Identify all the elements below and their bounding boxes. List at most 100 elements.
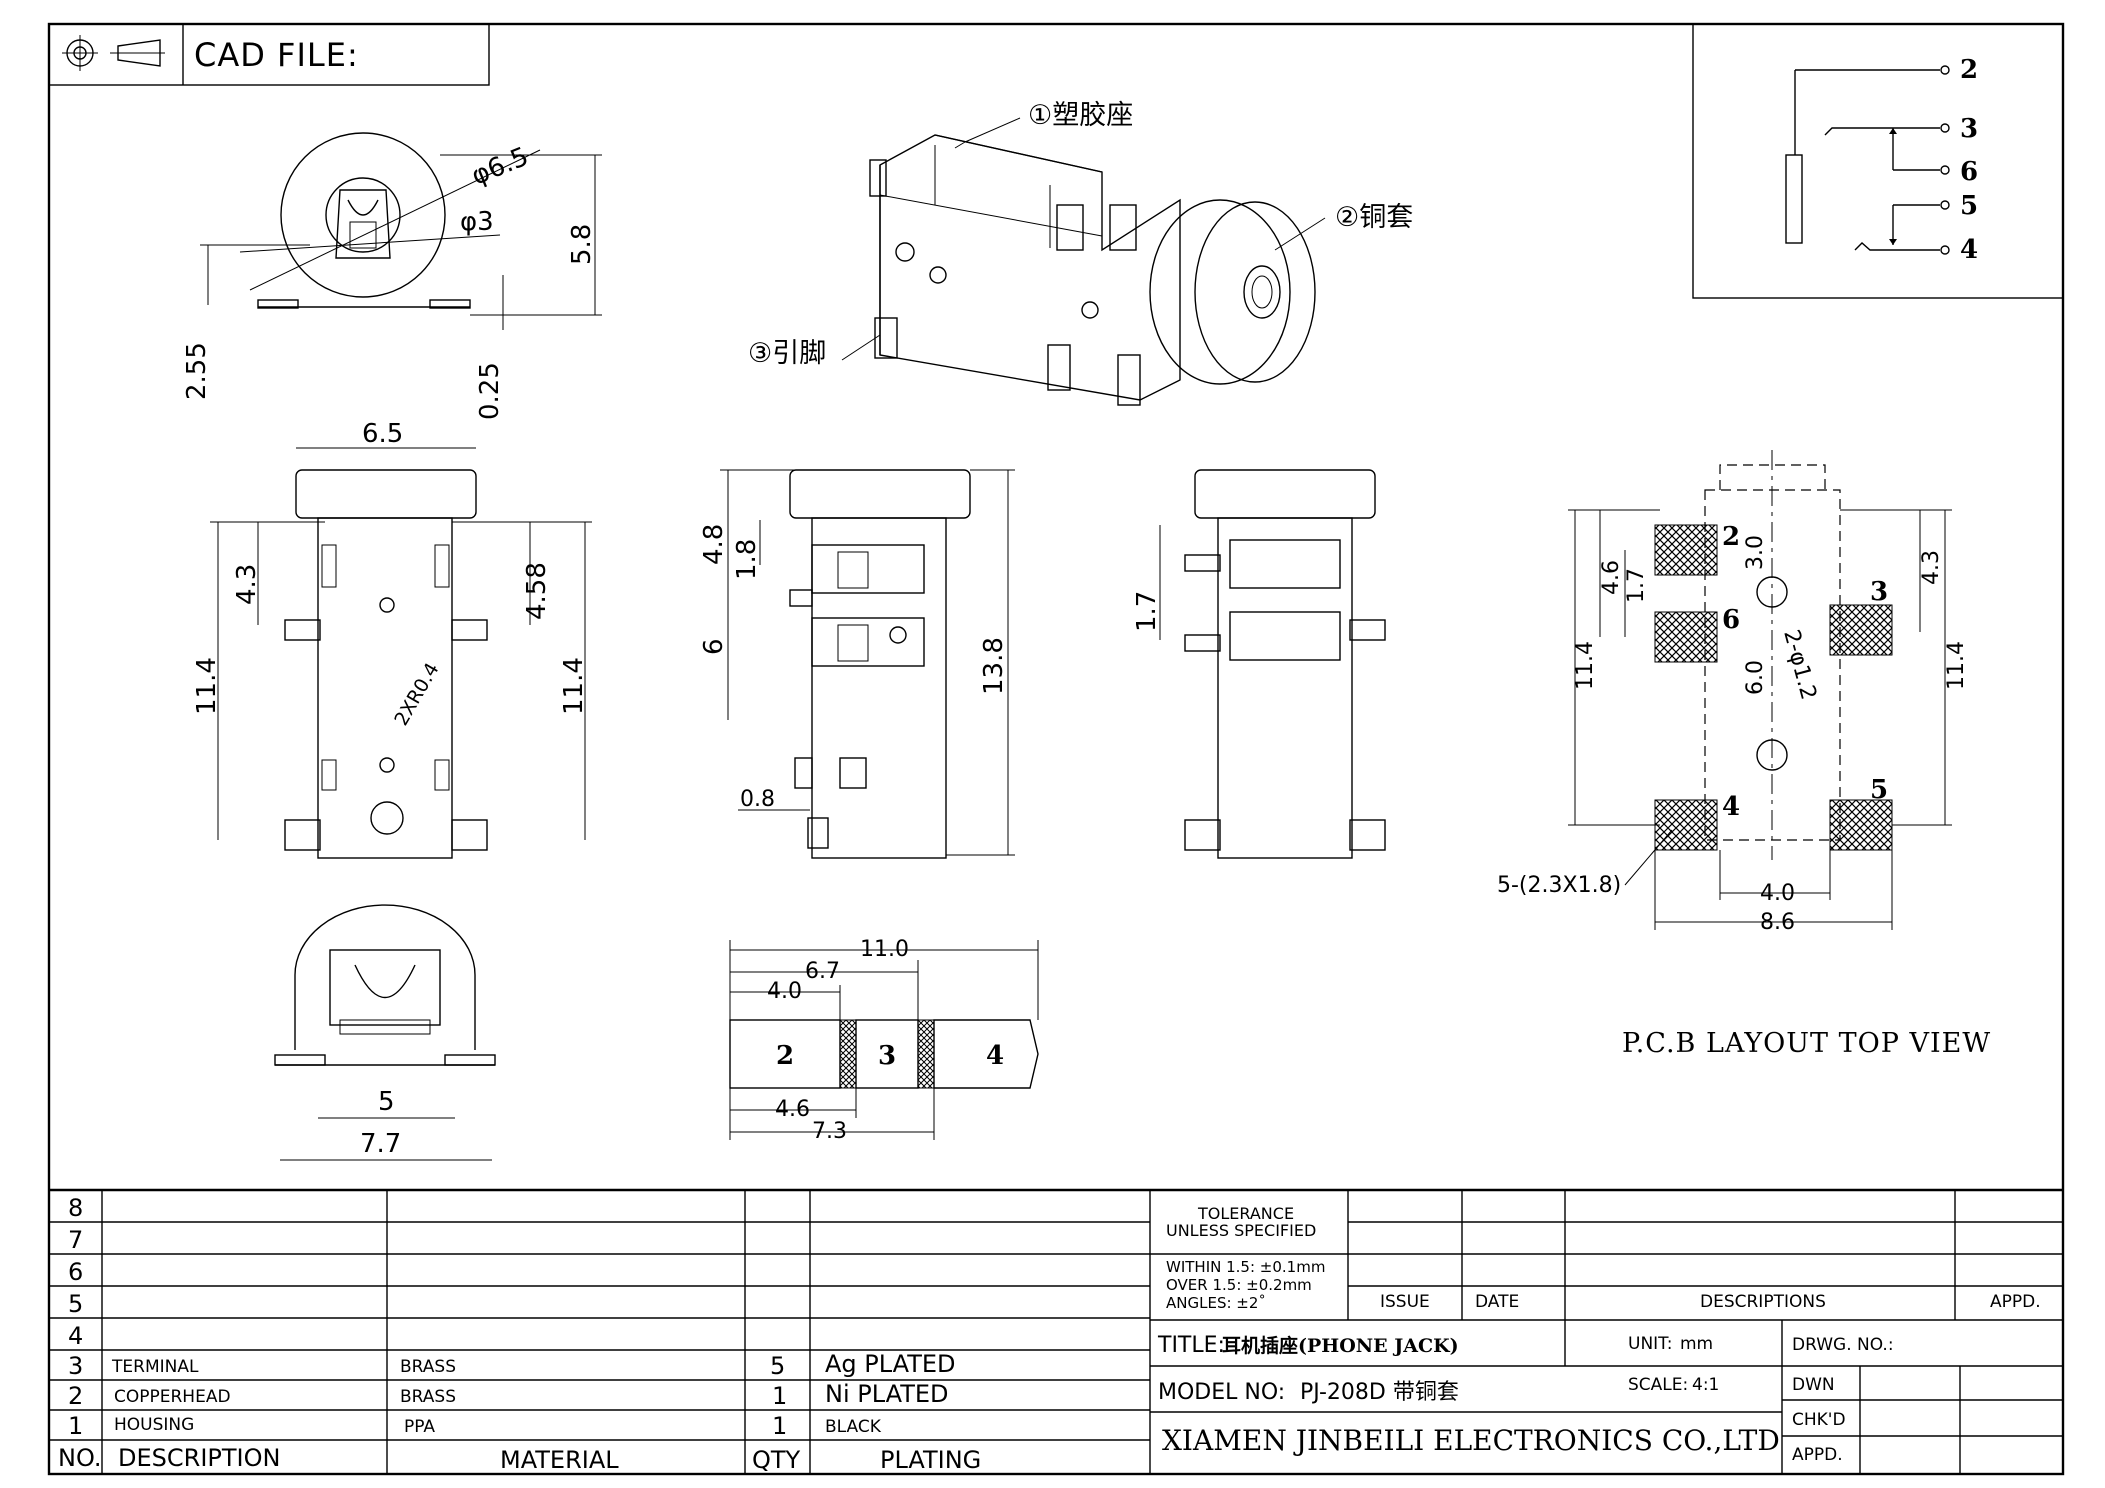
- pcb-pad-4: [1654, 799, 1718, 851]
- pcb-pad-2: [1654, 524, 1718, 576]
- dim-pcb-pitch-mid: 6.0: [1743, 660, 1768, 695]
- bom-qty-3: 5: [770, 1352, 785, 1380]
- dim-pcb-left-a: 4.6: [1599, 560, 1624, 595]
- col-date: DATE: [1475, 1292, 1519, 1312]
- dim-end-h: 1.7: [1132, 591, 1162, 632]
- bom-table: 8 7 6 5 4 3 TERMINAL BRASS 5 Ag PLATED 2…: [49, 1188, 2063, 1474]
- dim-pcb-span-outer: 8.6: [1760, 910, 1795, 935]
- schematic-pin-3: 3: [1960, 114, 1978, 144]
- dim-plug-d1: 6.7: [805, 959, 840, 984]
- col-issue: ISSUE: [1380, 1292, 1430, 1312]
- pcb-pad-5: [1829, 799, 1893, 851]
- dim-pcb-right-total: 11.4: [1944, 641, 1969, 690]
- bom-plating-3: Ag PLATED: [825, 1350, 956, 1378]
- scale-label: SCALE:: [1628, 1375, 1688, 1395]
- dim-side-pin: 0.8: [740, 787, 775, 812]
- drawing-border: [47, 22, 2065, 1476]
- dim-pcb-span-inner: 4.0: [1760, 881, 1795, 906]
- bottom-view: 5 7.7: [274, 904, 496, 1161]
- appd-label: APPD.: [1792, 1445, 1843, 1465]
- dim-side-total: 13.8: [979, 637, 1009, 695]
- cad-file-label: CAD FILE:: [194, 36, 359, 74]
- plug-segment-3: 3: [878, 1041, 896, 1071]
- pcb-layout-caption: P.C.B LAYOUT TOP VIEW: [1622, 1028, 1991, 1059]
- pcb-pad-3: [1829, 604, 1893, 656]
- pcb-label-2: 2: [1722, 522, 1740, 552]
- company-name: XIAMEN JINBEILI ELECTRONICS CO.,LTD: [1162, 1424, 1780, 1457]
- plug-segment-2: 2: [776, 1041, 794, 1071]
- drwg-no-label: DRWG. NO.:: [1792, 1335, 1894, 1355]
- bom-row-num-4: 4: [68, 1322, 83, 1350]
- bom-header-qty: QTY: [752, 1446, 801, 1474]
- callout-copper-sleeve: ②铜套: [1335, 202, 1413, 233]
- dim-side-h2: 1.8: [732, 539, 762, 580]
- bom-mat-2: BRASS: [400, 1387, 456, 1407]
- dim-front-right-total: 11.4: [559, 657, 589, 715]
- pcb-label-6: 6: [1722, 605, 1740, 635]
- tolerance-subtitle: UNLESS SPECIFIED: [1166, 1221, 1316, 1240]
- bom-row-num-7: 7: [68, 1226, 83, 1254]
- dim-side-h3: 6: [699, 638, 729, 655]
- pcb-pad-note: 5-(2.3X1.8): [1497, 873, 1621, 898]
- schematic-pin-6: 6: [1960, 157, 1978, 187]
- title-prefix: TITLE:: [1157, 1333, 1225, 1358]
- bom-row-num-8: 8: [68, 1194, 83, 1222]
- bom-desc-1: HOUSING: [114, 1415, 194, 1435]
- front-view: 2XR0.4 6.5 4.3 11.4 4.58 11.4: [192, 419, 592, 859]
- schematic-pin-2: 2: [1960, 55, 1978, 85]
- bom-row-num-5: 5: [68, 1290, 83, 1318]
- model-prefix: MODEL NO:: [1158, 1380, 1285, 1405]
- bom-no-1: 1: [68, 1412, 83, 1440]
- end-view: 1.7: [1132, 469, 1386, 859]
- pcb-label-4: 4: [1722, 792, 1740, 822]
- tolerance-over: OVER 1.5: ±0.2mm: [1166, 1276, 1312, 1294]
- pcb-layout: 2 6 3 4 5 11.4 4.6 1.7 3.0 2-φ1.2 6.0 4.…: [1497, 450, 1969, 935]
- bom-desc-2: COPPERHEAD: [114, 1387, 231, 1407]
- bom-header-plating: PLATING: [880, 1446, 981, 1474]
- bom-desc-3: TERMINAL: [111, 1357, 199, 1377]
- bom-qty-2: 1: [772, 1382, 787, 1410]
- plug-segment-4: 4: [986, 1041, 1004, 1071]
- unit-value: mm: [1680, 1334, 1713, 1354]
- dim-front-right-h: 4.58: [522, 562, 552, 620]
- bom-qty-1: 1: [772, 1412, 787, 1440]
- dim-bottom-inner: 5: [378, 1087, 395, 1117]
- pcb-label-5: 5: [1870, 775, 1888, 805]
- dim-base: 2.55: [182, 342, 212, 400]
- bom-no-3: 3: [68, 1352, 83, 1380]
- title-block: TOLERANCE UNLESS SPECIFIED WITHIN 1.5: ±…: [1150, 1190, 2063, 1474]
- bom-plating-2: Ni PLATED: [825, 1380, 949, 1408]
- dim-inner-dia: φ3: [460, 207, 494, 237]
- title-value: 耳机插座(PHONE JACK): [1222, 1334, 1459, 1357]
- projection-symbol-icon: [62, 35, 165, 71]
- dim-offset: 0.25: [475, 362, 505, 420]
- scale-value: 4:1: [1692, 1375, 1719, 1395]
- cad-header: CAD FILE:: [48, 23, 490, 86]
- bom-plating-1: BLACK: [825, 1417, 882, 1437]
- dim-pcb-left-total: 11.4: [1573, 641, 1598, 690]
- unit-label: UNIT:: [1628, 1334, 1672, 1354]
- plug-diagram: 2 3 4 11.0 6.7 4.0 4.6 7.3: [729, 937, 1039, 1144]
- dim-front-left-total: 11.4: [192, 657, 222, 715]
- side-view: 4.8 1.8 6 13.8 0.8: [699, 469, 1015, 859]
- dim-plug-d3: 4.6: [775, 1097, 810, 1122]
- schematic: 2 3 6 5 4: [1692, 23, 2064, 299]
- pcb-pad-6: [1654, 611, 1718, 663]
- bom-mat-3: BRASS: [400, 1357, 456, 1377]
- top-view: φ6.5 φ3 5.8 2.55 0.25: [182, 132, 602, 420]
- bom-no-2: 2: [68, 1382, 83, 1410]
- dim-pcb-right-a: 4.3: [1919, 550, 1944, 585]
- dwn-label: DWN: [1792, 1375, 1835, 1395]
- dim-height: 5.8: [567, 224, 597, 265]
- chkd-label: CHK'D: [1792, 1410, 1846, 1430]
- tolerance-title: TOLERANCE: [1197, 1204, 1294, 1223]
- dim-radius: 2XR0.4: [390, 659, 443, 729]
- dim-front-width: 6.5: [362, 419, 403, 449]
- callout-plastic-body: ①塑胶座: [1028, 100, 1133, 131]
- dim-pcb-pitch-v: 3.0: [1743, 535, 1768, 570]
- dim-front-left-h: 4.3: [232, 564, 262, 605]
- dim-pcb-holes: 2-φ1.2: [1778, 627, 1821, 702]
- col-descriptions: DESCRIPTIONS: [1700, 1292, 1826, 1312]
- dim-plug-d2: 4.0: [767, 979, 802, 1004]
